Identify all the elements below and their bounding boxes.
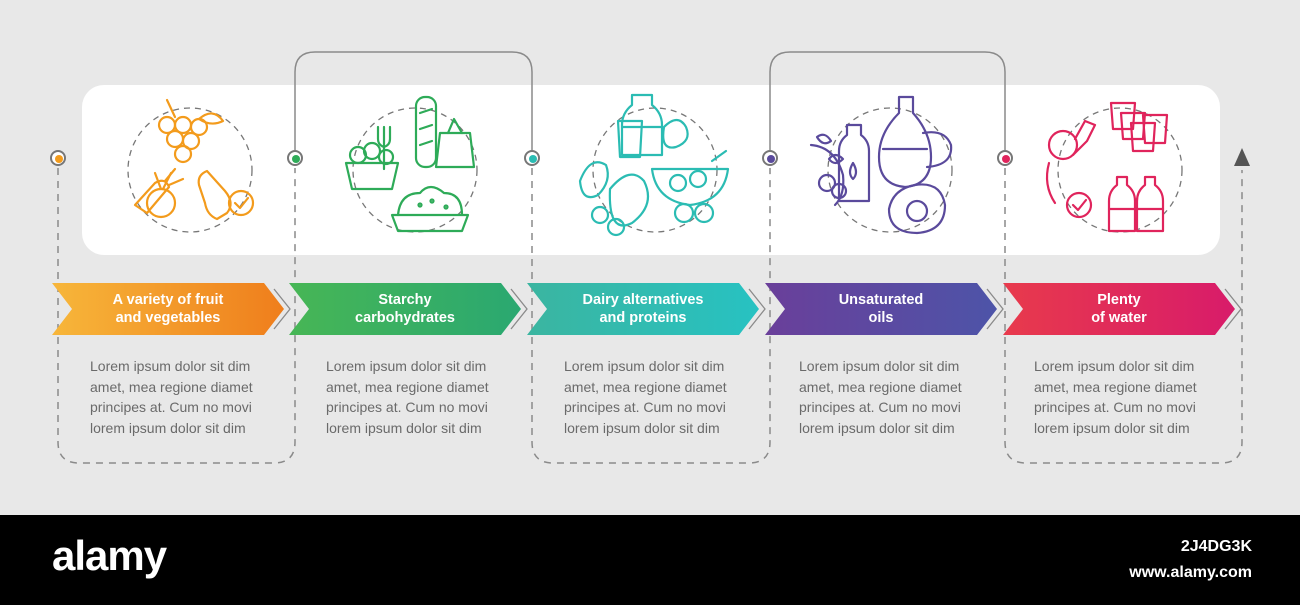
fruit-vegetables-icon [95, 85, 285, 255]
oils-avocado-icon [795, 85, 985, 255]
end-arrow-icon [1234, 148, 1250, 166]
step-arrow-2-shape [289, 283, 528, 335]
connector-lines [57, 51, 1250, 464]
water-drinking-icon [1025, 85, 1215, 255]
bread-pasta-rice-icon [320, 85, 510, 255]
image-id: 2J4DG3K [1180, 538, 1252, 555]
step-dot-5 [997, 150, 1013, 166]
footer-bar [0, 515, 1300, 605]
site-url: www.alamy.com [1129, 564, 1252, 581]
brand-logo: alamy [52, 532, 167, 579]
step-arrow-5-shape [1003, 283, 1242, 335]
step-arrow-4-shape [765, 283, 1004, 335]
step-dot-3 [524, 150, 540, 166]
step-dot-2 [287, 150, 303, 166]
step-arrow-1-shape [52, 283, 291, 335]
dairy-beans-icon [560, 85, 750, 255]
icon-panel [82, 85, 1220, 255]
step-arrow-3-shape [527, 283, 766, 335]
step-dot-4 [762, 150, 778, 166]
step-dot-1 [50, 150, 66, 166]
